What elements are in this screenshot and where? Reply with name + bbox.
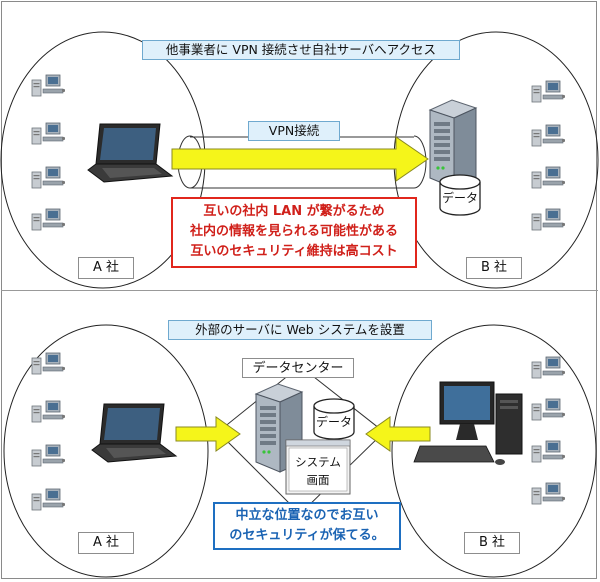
vpn-connection-label: VPN接続 [248,121,340,141]
bottom-note-line-1: 中立な位置なのでお互い [235,508,379,523]
laptop-icon [87,123,173,183]
desktop-pc-icon [531,166,566,189]
access-arrow-left [175,416,241,452]
laptop-icon [91,403,177,463]
top-note-line-1: 互いの社内 LAN が繋がるため [203,204,385,219]
desktop-pc-icon [531,356,566,379]
desktop-pc-icon [531,208,566,231]
desktop-pc-icon [31,488,66,511]
company-b-label-bottom: B 社 [464,532,520,554]
top-heading: 他事業者に VPN 接続させ自社サーバへアクセス [142,40,460,60]
desktop-pc-icon [31,444,66,467]
desktop-pc-icon [31,352,66,375]
desktop-pc-icon [531,482,566,505]
workstation-icon [413,381,523,465]
top-note-line-3: 互いのセキュリティ維持は高コスト [190,244,398,259]
browser-window-icon [285,439,351,495]
bottom-data-label: データ [316,414,352,429]
desktop-pc-icon [531,124,566,147]
section-divider [1,290,598,291]
desktop-pc-icon [31,122,66,145]
desktop-pc-icon [31,74,66,97]
access-arrow-right [365,416,431,452]
system-screen-line2: 画面 [307,473,330,487]
desktop-pc-icon [31,208,66,231]
bottom-security-note: 中立な位置なのでお互い のセキュリティが保てる。 [213,502,401,550]
system-screen-line1: システム [295,455,341,469]
company-b-label-top: B 社 [466,257,522,279]
company-a-label-top: A 社 [78,257,134,279]
desktop-pc-icon [531,440,566,463]
bottom-heading: 外部のサーバに Web システムを設置 [168,320,432,340]
datacenter-label: データセンター [242,358,354,378]
company-b-network-circle-bottom [391,324,597,578]
company-a-label-bottom: A 社 [78,532,134,554]
top-note-line-2: 社内の情報を見られる可能性がある [189,224,398,239]
desktop-pc-icon [31,166,66,189]
top-data-label: データ [442,190,478,205]
company-a-network-circle-bottom [3,324,209,578]
bottom-note-line-2: のセキュリティが保てる。 [229,528,385,543]
desktop-pc-icon [531,80,566,103]
desktop-pc-icon [531,398,566,421]
vpn-arrow [171,136,429,182]
desktop-pc-icon [31,400,66,423]
top-risk-note: 互いの社内 LAN が繋がるため 社内の情報を見られる可能性がある 互いのセキュ… [171,197,417,268]
